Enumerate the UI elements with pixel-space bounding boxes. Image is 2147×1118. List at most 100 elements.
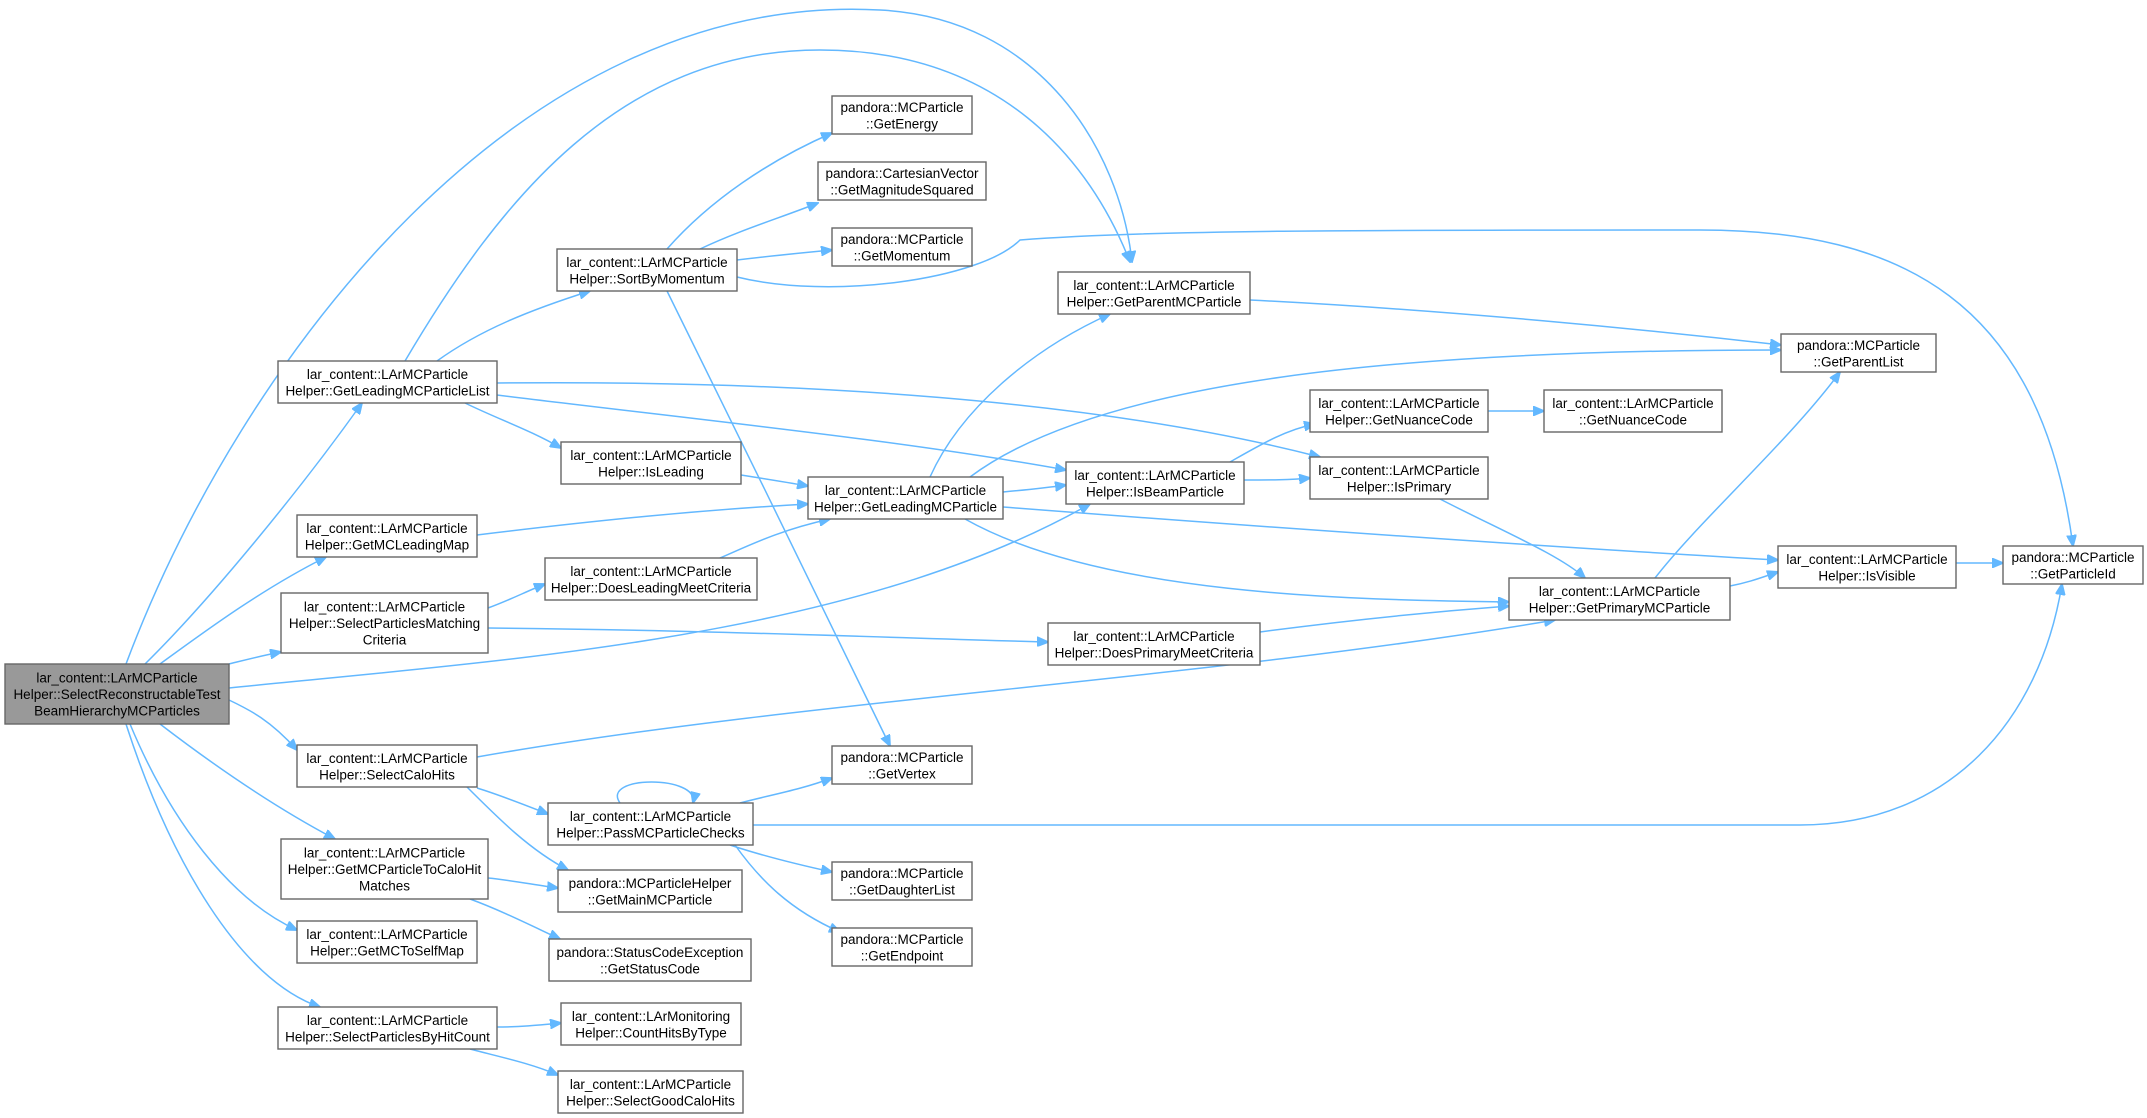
node-label-line: pandora::MCParticle	[2011, 550, 2134, 565]
node-box[interactable]	[557, 869, 743, 913]
edge-root-to-glmcpl	[144, 403, 362, 665]
node-label-line: ::GetNuanceCode	[1579, 412, 1687, 427]
node-isv[interactable]: lar_content::LArMCParticleHelper::IsVisi…	[1777, 545, 1957, 589]
node-box[interactable]	[1543, 389, 1723, 433]
node-label-line: Helper::GetMCParticleToCaloHit	[288, 862, 482, 877]
node-gdl[interactable]: pandora::MCParticle::GetDaughterList	[831, 861, 973, 901]
edges-layer	[125, 8, 2073, 1075]
node-ibp[interactable]: lar_content::LArMCParticleHelper::IsBeam…	[1065, 461, 1245, 505]
node-label-line: ::GetMainMCParticle	[588, 892, 713, 907]
node-box[interactable]	[2002, 545, 2144, 585]
node-box[interactable]	[556, 248, 738, 292]
node-box[interactable]	[4, 663, 230, 725]
node-label-line: Helper::SelectParticlesByHitCount	[285, 1029, 490, 1044]
node-box[interactable]	[1508, 577, 1731, 621]
node-box[interactable]	[807, 476, 1004, 520]
node-dpmc[interactable]: lar_content::LArMCParticleHelper::DoesPr…	[1047, 622, 1261, 666]
edge-sbm-to-gms	[699, 203, 818, 250]
node-label-line: pandora::MCParticle	[840, 100, 963, 115]
node-spmc[interactable]: lar_content::LArMCParticleHelper::Select…	[280, 592, 489, 654]
node-gvx[interactable]: pandora::MCParticle::GetVertex	[831, 745, 973, 785]
edge-isp-to-gprim	[1439, 498, 1585, 578]
node-label-line: Helper::CountHitsByType	[575, 1025, 727, 1040]
node-root[interactable]: lar_content::LArMCParticleHelper::Select…	[4, 663, 230, 725]
nodes-layer: lar_content::LArMCParticleHelper::Select…	[4, 95, 2144, 1114]
node-box[interactable]	[280, 592, 489, 654]
node-gms[interactable]: pandora::CartesianVector::GetMagnitudeSq…	[817, 161, 987, 201]
node-pmcpc[interactable]: lar_content::LArMCParticleHelper::PassMC…	[547, 802, 754, 846]
node-box[interactable]	[1065, 461, 1245, 505]
node-box[interactable]	[1780, 333, 1937, 373]
node-label-line: lar_content::LArMCParticle	[36, 671, 197, 686]
edge-glmcp-to-gprim	[964, 518, 1509, 602]
edge-root-to-sch	[228, 699, 297, 750]
node-box[interactable]	[277, 1006, 498, 1050]
node-chbt[interactable]: lar_content::LArMonitoringHelper::CountH…	[560, 1002, 742, 1046]
node-gmcsm[interactable]: lar_content::LArMCParticleHelper::GetMCT…	[296, 920, 478, 964]
node-box[interactable]	[557, 1070, 744, 1114]
node-box[interactable]	[560, 441, 742, 485]
node-label-line: Matches	[359, 879, 410, 894]
node-box[interactable]	[277, 360, 498, 404]
node-gmclm[interactable]: lar_content::LArMCParticleHelper::GetMCL…	[296, 514, 478, 558]
node-gsc[interactable]: pandora::StatusCodeException::GetStatusC…	[548, 938, 752, 982]
edge-isl-to-glmcp	[740, 474, 808, 486]
node-box[interactable]	[296, 514, 478, 558]
node-sbm[interactable]: lar_content::LArMCParticleHelper::SortBy…	[556, 248, 738, 292]
node-box[interactable]	[817, 161, 987, 201]
edge-sch-to-pmcpc	[476, 787, 548, 814]
node-sch[interactable]: lar_content::LArMCParticleHelper::Select…	[296, 744, 478, 788]
node-gmmp[interactable]: pandora::MCParticleHelper::GetMainMCPart…	[557, 869, 743, 913]
node-box[interactable]	[547, 802, 754, 846]
node-gprim[interactable]: lar_content::LArMCParticleHelper::GetPri…	[1508, 577, 1731, 621]
node-box[interactable]	[280, 838, 489, 900]
node-box[interactable]	[831, 227, 973, 267]
node-label-line: Helper::GetParentMCParticle	[1067, 294, 1242, 309]
edge-spmc-to-dlmc	[487, 584, 545, 609]
node-label-line: lar_content::LArMCParticle	[1318, 396, 1479, 411]
node-glmcp[interactable]: lar_content::LArMCParticleHelper::GetLea…	[807, 476, 1004, 520]
node-label-line: lar_content::LArMCParticle	[1074, 468, 1235, 483]
node-box[interactable]	[831, 745, 973, 785]
node-box[interactable]	[1777, 545, 1957, 589]
node-label-line: lar_content::LArMCParticle	[1539, 584, 1700, 599]
node-box[interactable]	[831, 95, 973, 135]
node-spbhc[interactable]: lar_content::LArMCParticleHelper::Select…	[277, 1006, 498, 1050]
node-label-line: ::GetEndpoint	[861, 948, 944, 963]
edge-root-to-gmcsm	[129, 723, 297, 930]
node-gmcpch[interactable]: lar_content::LArMCParticleHelper::GetMCP…	[280, 838, 489, 900]
node-dlmc[interactable]: lar_content::LArMCParticleHelper::DoesLe…	[544, 557, 758, 601]
edge-root-to-gmcpch	[159, 723, 335, 839]
node-glmcpl[interactable]: lar_content::LArMCParticleHelper::GetLea…	[277, 360, 498, 404]
node-box[interactable]	[831, 861, 973, 901]
node-box[interactable]	[560, 1002, 742, 1046]
node-box[interactable]	[1309, 456, 1489, 500]
node-label-line: lar_content::LArMonitoring	[572, 1009, 730, 1024]
node-box[interactable]	[831, 927, 973, 967]
node-gnc2[interactable]: lar_content::LArMCParticle::GetNuanceCod…	[1543, 389, 1723, 433]
node-isl[interactable]: lar_content::LArMCParticleHelper::IsLead…	[560, 441, 742, 485]
node-isp[interactable]: lar_content::LArMCParticleHelper::IsPrim…	[1309, 456, 1489, 500]
node-label-line: ::GetStatusCode	[600, 961, 700, 976]
node-label-line: lar_content::LArMCParticle	[307, 367, 468, 382]
node-box[interactable]	[296, 744, 478, 788]
node-box[interactable]	[1057, 271, 1251, 315]
node-box[interactable]	[544, 557, 758, 601]
node-label-line: Helper::GetNuanceCode	[1325, 412, 1473, 427]
node-label-line: pandora::MCParticle	[840, 932, 963, 947]
node-gpmcp[interactable]: lar_content::LArMCParticleHelper::GetPar…	[1057, 271, 1251, 315]
node-sgch[interactable]: lar_content::LArMCParticleHelper::Select…	[557, 1070, 744, 1114]
node-box[interactable]	[1309, 389, 1489, 433]
node-box[interactable]	[548, 938, 752, 982]
node-gpid[interactable]: pandora::MCParticle::GetParticleId	[2002, 545, 2144, 585]
node-gen[interactable]: pandora::MCParticle::GetEnergy	[831, 95, 973, 135]
node-gmom[interactable]: pandora::MCParticle::GetMomentum	[831, 227, 973, 267]
node-gnc1[interactable]: lar_content::LArMCParticleHelper::GetNua…	[1309, 389, 1489, 433]
node-box[interactable]	[296, 920, 478, 964]
node-gpl[interactable]: pandora::MCParticle::GetParentList	[1780, 333, 1937, 373]
node-gep[interactable]: pandora::MCParticle::GetEndpoint	[831, 927, 973, 967]
node-label-line: Helper::IsPrimary	[1347, 479, 1452, 494]
edge-root-to-spbhc	[125, 723, 320, 1007]
node-box[interactable]	[1047, 622, 1261, 666]
